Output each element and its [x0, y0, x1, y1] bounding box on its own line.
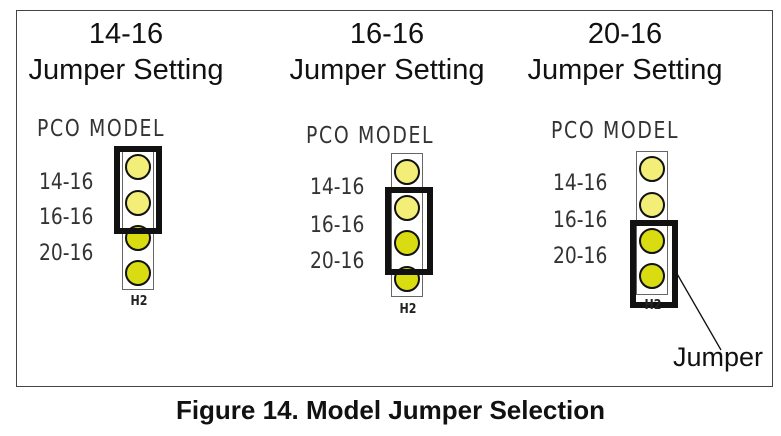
panel-1-title-setting: 14-16 [88, 18, 164, 50]
panel-1-header-label: H2 [130, 294, 148, 309]
panel-2-pin-3 [394, 230, 420, 256]
panel-1-jumper [114, 146, 162, 234]
panel-2-row-14-16: 14-16 [310, 175, 365, 200]
panel-1-row-16-16: 16-16 [39, 205, 94, 230]
panel-2-row-16-16: 16-16 [310, 213, 365, 238]
panel-3-title-caption: Jumper Setting [527, 54, 723, 86]
panel-2-row-20-16: 20-16 [310, 249, 365, 274]
panel-2-model-label: PCO MODEL [306, 123, 435, 149]
panel-2-title: 16-16 Jumper Setting [288, 16, 486, 88]
figure-caption: Figure 14. Model Jumper Selection [175, 395, 606, 425]
panel-3-row-14-16: 14-16 [553, 171, 608, 196]
panel-2-pin-1 [394, 159, 420, 185]
panel-3-model-label: PCO MODEL [551, 118, 680, 144]
panel-1-title: 14-16 Jumper Setting [28, 16, 224, 88]
panel-3-title: 20-16 Jumper Setting [526, 16, 724, 88]
panel-1-model-label: PCO MODEL [37, 116, 166, 142]
panel-3-pin-4 [639, 263, 665, 289]
panel-1-title-caption: Jumper Setting [28, 54, 224, 86]
panel-3-jumper [630, 220, 678, 308]
panel-1-pin-2 [125, 190, 151, 216]
panel-3-header-label: H2 [644, 298, 662, 313]
panel-2-pin-2 [394, 195, 420, 221]
jumper-callout-label: Jumper [673, 342, 764, 372]
panel-3-row-16-16: 16-16 [553, 208, 608, 233]
panel-1-row-20-16: 20-16 [39, 241, 94, 266]
panel-2-title-setting: 16-16 [349, 18, 425, 50]
panel-3-row-20-16: 20-16 [553, 244, 608, 269]
figure-frame [16, 10, 773, 387]
panel-2-jumper [385, 187, 433, 275]
panel-3-pin-3 [639, 228, 665, 254]
panel-1-pin-1 [125, 154, 151, 180]
panel-2-title-caption: Jumper Setting [289, 54, 485, 86]
panel-3-pin-1 [639, 156, 665, 182]
panel-2-header-label: H2 [399, 302, 417, 317]
panel-1-row-14-16: 14-16 [39, 170, 94, 195]
panel-3-title-setting: 20-16 [587, 18, 663, 50]
panel-3-pin-2 [639, 192, 665, 218]
panel-1-pin-4 [125, 260, 151, 286]
